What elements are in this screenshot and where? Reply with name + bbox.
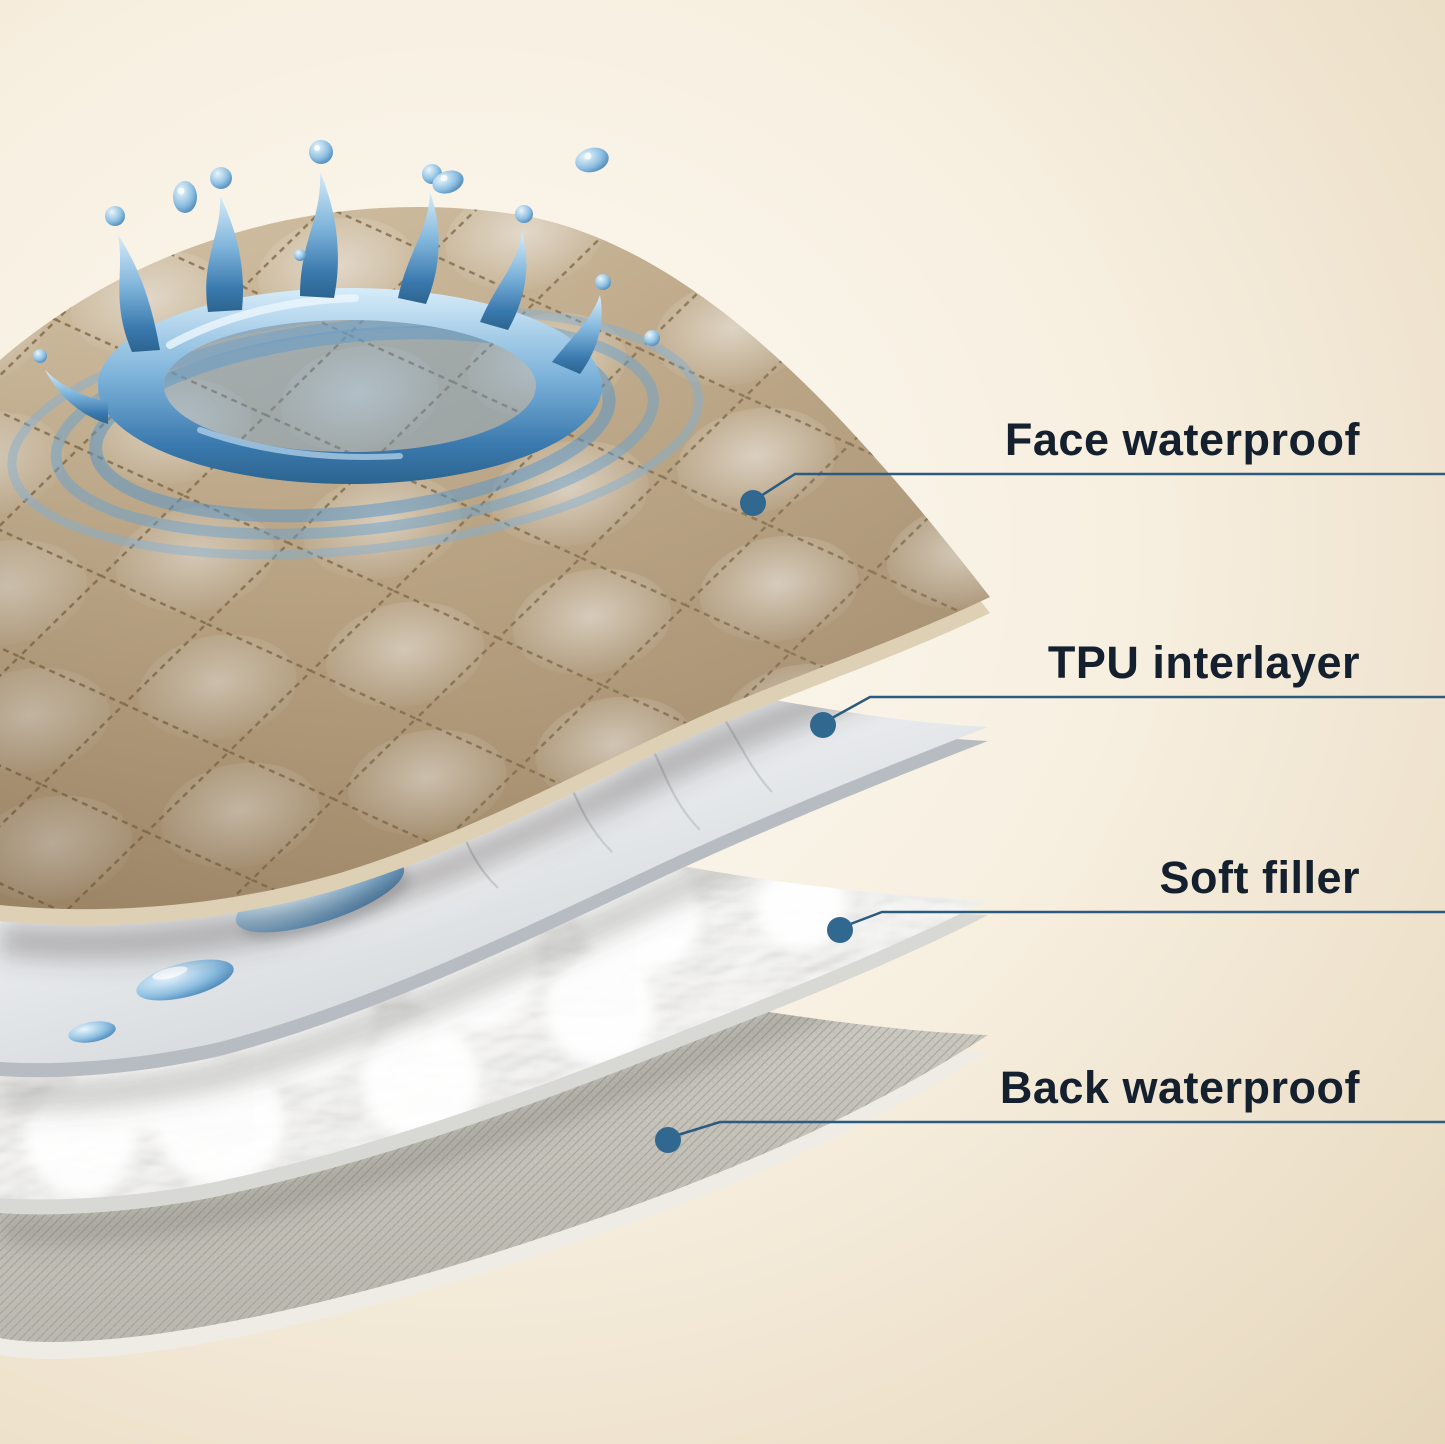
callout-line-back-waterproof <box>667 1120 1445 1140</box>
callout-dot-soft-filler <box>827 917 853 943</box>
callout-label-soft-filler: Soft filler <box>1159 852 1360 903</box>
callout-line-soft-filler <box>839 910 1445 930</box>
callout-dot-face-waterproof <box>740 490 766 516</box>
callout-lines <box>667 472 1445 1140</box>
water-splash <box>7 140 704 560</box>
callout-label-tpu-interlayer: TPU interlayer <box>1047 637 1360 688</box>
callout-dot-back-waterproof <box>655 1127 681 1153</box>
callout-label-back-waterproof: Back waterproof <box>999 1062 1360 1113</box>
callout-dots <box>655 490 853 1153</box>
callout-line-face-waterproof <box>752 472 1445 503</box>
callout-label-face-waterproof: Face waterproof <box>1004 414 1360 465</box>
callout-line-tpu-interlayer <box>822 695 1445 725</box>
callout-dot-tpu-interlayer <box>810 712 836 738</box>
